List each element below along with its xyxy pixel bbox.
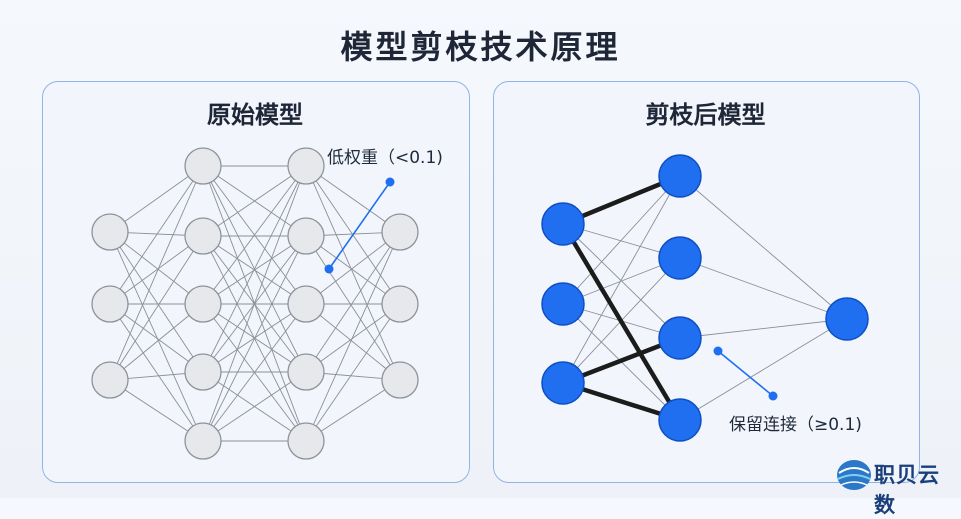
neuron-node — [184, 353, 222, 391]
neuron-node — [287, 422, 325, 460]
neuron-node — [381, 213, 419, 251]
original-model-panel — [42, 81, 470, 483]
brand-name: 职贝云数 — [874, 463, 940, 517]
weight-connection — [679, 318, 848, 339]
neuron-node — [658, 398, 702, 442]
weight-connection — [109, 231, 204, 373]
neuron-node — [184, 147, 222, 185]
page-title: 模型剪枝技术原理 — [340, 28, 621, 66]
weight-connection — [109, 303, 204, 381]
network-diagram: 低权重（<0.1) 保留连接（≥0.1) — [91, 147, 869, 460]
weight-connection — [679, 318, 848, 421]
kept-connection-callout-dot — [768, 391, 778, 401]
weight-connection — [109, 165, 204, 233]
weight-connection — [109, 165, 204, 305]
neuron-node — [287, 285, 325, 323]
weight-connection — [109, 165, 204, 381]
neuron-node — [381, 361, 419, 399]
neuron-node — [541, 202, 585, 246]
weight-connection — [109, 235, 204, 381]
weight-connection — [679, 175, 848, 320]
weight-connection — [562, 175, 681, 384]
pruned-model-connections — [560, 173, 848, 423]
pruned-model-title: 剪枝后模型 — [645, 101, 766, 129]
neuron-node — [287, 353, 325, 391]
weight-connection — [109, 303, 204, 442]
neuron-node — [184, 422, 222, 460]
weight-connection — [202, 371, 307, 442]
neuron-node — [381, 285, 419, 323]
weight-connection — [109, 231, 204, 305]
brand-logo — [837, 460, 871, 490]
neuron-node — [287, 147, 325, 185]
neuron-node — [287, 217, 325, 255]
weight-connection — [305, 235, 401, 305]
weight-connection — [305, 235, 401, 381]
weight-connection — [202, 165, 307, 237]
weight-connection — [305, 165, 401, 233]
low-weight-callout-line — [328, 181, 391, 270]
original-model-connections — [109, 165, 401, 442]
neuron-node — [658, 154, 702, 198]
neuron-node — [658, 316, 702, 360]
weight-connection — [305, 165, 401, 381]
neuron-node — [541, 282, 585, 326]
weight-connection — [202, 165, 307, 442]
weight-connection — [305, 303, 401, 442]
weight-connection — [305, 379, 401, 442]
weight-connection — [202, 235, 307, 442]
neuron-node — [91, 361, 129, 399]
neuron-node — [91, 285, 129, 323]
kept-connection-callout-line — [717, 350, 774, 397]
weight-connection — [202, 303, 307, 442]
weight-connection — [109, 303, 204, 373]
weight-connection — [202, 165, 307, 305]
kept-connection-callout-target — [713, 346, 723, 356]
weight-connection — [305, 303, 401, 373]
kept-connection — [560, 221, 683, 423]
neuron-node — [658, 236, 702, 280]
original-model-title: 原始模型 — [207, 101, 303, 129]
weight-connection — [305, 231, 401, 442]
weight-connection — [305, 303, 401, 381]
neuron-node — [184, 285, 222, 323]
original-model-neurons — [91, 147, 419, 460]
weight-connection — [109, 231, 204, 442]
weight-connection — [679, 257, 848, 320]
low-weight-callout-target — [324, 264, 334, 274]
neuron-node — [825, 297, 869, 341]
weight-connection — [202, 165, 307, 373]
weight-connection — [562, 175, 681, 305]
neuron-node — [91, 213, 129, 251]
weight-connection — [305, 231, 401, 373]
kept-connection-annotation: 保留连接（≥0.1) — [729, 415, 862, 435]
neuron-node — [541, 361, 585, 405]
neuron-node — [184, 217, 222, 255]
low-weight-callout-dot — [385, 177, 395, 187]
weight-connection — [305, 231, 401, 305]
pruned-model-panel — [493, 81, 920, 483]
pruned-model-neurons — [541, 154, 869, 442]
weight-connection — [109, 235, 204, 305]
low-weight-annotation: 低权重（<0.1) — [327, 148, 443, 168]
